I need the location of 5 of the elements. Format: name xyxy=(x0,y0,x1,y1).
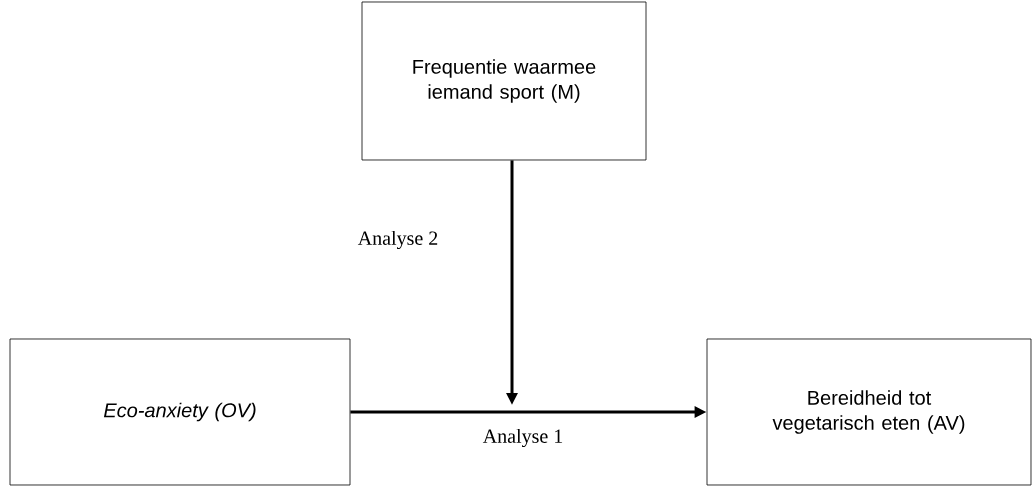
edge-label: Analyse 1 xyxy=(482,428,563,448)
variable-box: Bereidheid tot vegetarisch eten (AV) xyxy=(706,338,1032,486)
variable-box: Frequentie waarmee iemand sport (M) xyxy=(361,1,647,161)
edge-label: Analyse 2 xyxy=(357,230,438,250)
variable-box: Eco-anxiety (OV) xyxy=(9,338,351,486)
